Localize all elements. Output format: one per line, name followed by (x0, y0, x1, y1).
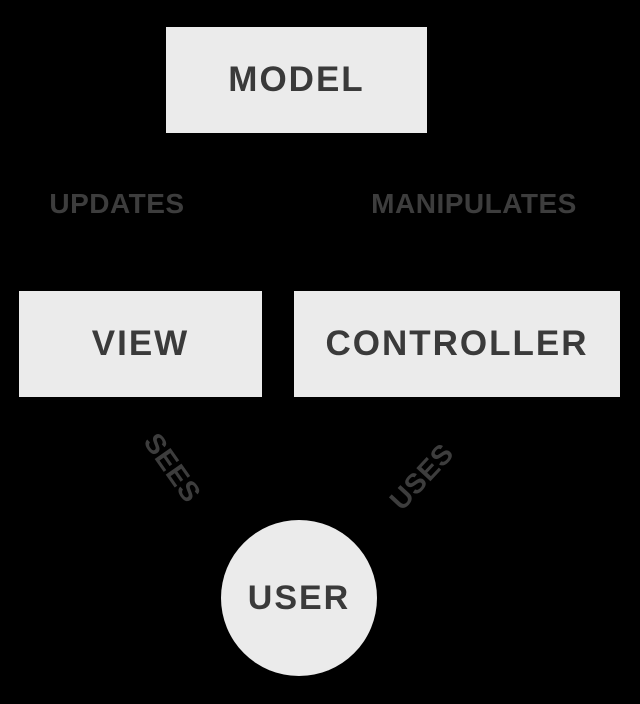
view-node: VIEW (19, 291, 262, 397)
model-node: MODEL (166, 27, 427, 133)
edge-label-sees: SEES (137, 427, 208, 509)
edge-label-uses: USES (383, 437, 460, 516)
model-node-label: MODEL (228, 60, 365, 99)
user-node: USER (221, 520, 377, 676)
controller-node-label: CONTROLLER (325, 324, 589, 363)
view-node-label: VIEW (91, 324, 190, 363)
edge-label-manipulates: MANIPULATES (371, 188, 577, 219)
controller-node: CONTROLLER (294, 291, 620, 397)
edge-label-updates: UPDATES (49, 188, 185, 219)
user-node-label: USER (247, 578, 351, 617)
